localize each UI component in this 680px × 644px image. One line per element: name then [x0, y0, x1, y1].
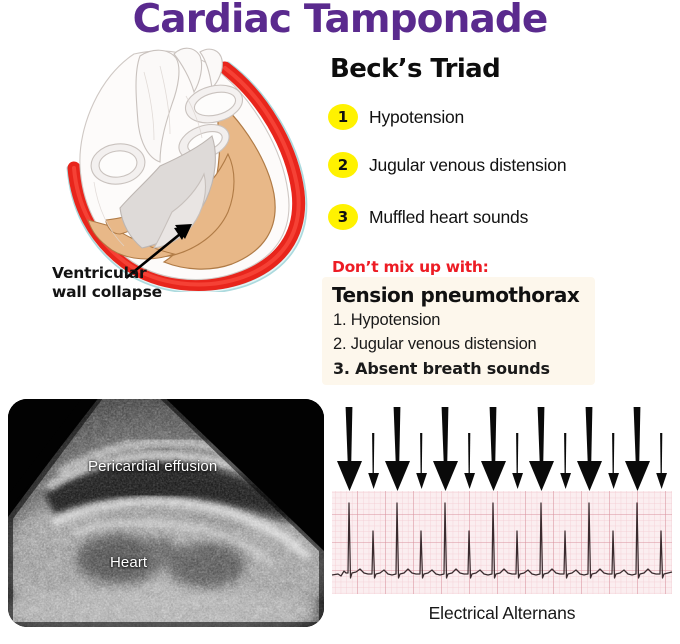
becks-triad-heading: Beck’s Triad [330, 54, 501, 84]
ecg-arrow-thin-8 [512, 433, 523, 489]
ecg-arrow-thin-14 [656, 433, 667, 489]
ecg-arrow-thin-4 [416, 433, 427, 489]
ecg-arrow-thick-3 [385, 407, 410, 491]
dont-mix-up-heading: Don’t mix up with: [332, 258, 489, 276]
ecg-arrow-thin-10 [560, 433, 571, 489]
ecg-arrow-thick-9 [529, 407, 554, 491]
dont-mix-up-box [322, 277, 595, 385]
triad-label-2: Jugular venous distension [369, 154, 567, 175]
heart-chambers-and-valves [90, 47, 244, 249]
ventricular-wall-collapse-label: Ventricular wall collapse [52, 264, 242, 302]
heart-cross-section-diagram [22, 42, 322, 292]
ventricular-label-line1: Ventricular [52, 264, 147, 282]
ultrasound-label-pericardial-effusion: Pericardial effusion [88, 458, 218, 475]
triad-badge-1: 1 [328, 104, 358, 130]
tension-pneumothorax-item-2: 2. Jugular venous distension [333, 335, 537, 353]
ecg-trace [331, 502, 673, 579]
ecg-arrow-thick-13 [625, 407, 650, 491]
ecg-caption: Electrical Alternans [428, 603, 576, 623]
ventricular-label-line2: wall collapse [52, 283, 162, 301]
page-title: Cardiac Tamponade [132, 0, 549, 42]
triad-badge-2: 2 [328, 152, 358, 178]
wall-collapse-pointer-arrow [125, 224, 192, 280]
ecg-graph-paper [332, 491, 672, 594]
ecg-alternans-arrows [337, 407, 667, 491]
ecg-arrow-thick-1 [337, 407, 362, 491]
ultrasound-sector-fan [8, 399, 324, 627]
ecg-arrow-thin-6 [464, 433, 475, 489]
triad-label-3: Muffled heart sounds [369, 206, 529, 227]
tension-pneumothorax-title: Tension pneumothorax [332, 283, 580, 307]
heart-texture-lines [93, 65, 203, 247]
ecg-arrow-thin-2 [368, 433, 379, 489]
ecg-arrow-thin-12 [608, 433, 619, 489]
becks-triad-item-3: 3 Muffled heart sounds [328, 202, 528, 232]
ultrasound-label-heart: Heart [110, 554, 148, 571]
ecg-arrow-thick-11 [577, 407, 602, 491]
ultrasound-image-panel [8, 399, 324, 627]
tension-pneumothorax-item-3: 3. Absent breath sounds [333, 359, 550, 378]
triad-badge-3: 3 [328, 204, 358, 230]
ecg-arrow-thick-7 [481, 407, 506, 491]
ecg-arrow-thick-5 [433, 407, 458, 491]
becks-triad-item-1: 1 Hypotension [328, 102, 464, 132]
becks-triad-item-2: 2 Jugular venous distension [328, 150, 567, 180]
ecg-electrical-alternans-panel [330, 403, 674, 599]
triad-label-1: Hypotension [369, 106, 465, 127]
tension-pneumothorax-item-1: 1. Hypotension [333, 311, 441, 329]
